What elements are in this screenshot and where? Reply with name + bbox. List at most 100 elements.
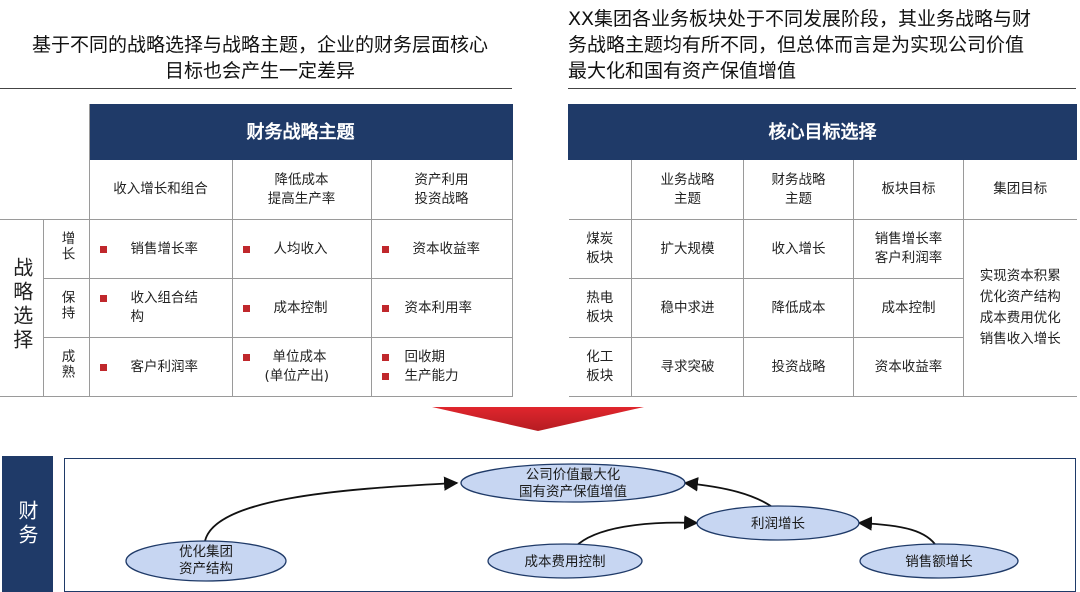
row-group-label: 战略选择 — [0, 219, 44, 397]
down-arrow-icon — [432, 407, 644, 431]
right-heading-line-1: XX集团各业务板块处于不同发展阶段，其业务战略与财 — [568, 8, 1032, 30]
node-text: 销售额增长 — [905, 554, 973, 570]
finance-side-label-text: 财务 — [15, 500, 39, 548]
row-label-maintain-text: 保持 — [58, 289, 75, 321]
right-corner-cell — [568, 159, 632, 220]
cell-mature-revenue: 客户利润率 — [88, 337, 233, 397]
cell-text-cont: (单位产出) — [264, 368, 330, 384]
cell-coal-business: 扩大规模 — [631, 219, 744, 279]
core-target-table: 核心目标选择 业务战略 主题 财务战略 主题 板块目标 集团目标 煤炭 板块 扩… — [567, 104, 1078, 397]
cell-text: 资本收益率 — [874, 358, 943, 375]
finance-flow-diagram: 公司价值最大化 国有资产保值增值 利润增长 成本费用控制 销售额增长 优化集团 … — [64, 458, 1076, 592]
row-label-mature: 成熟 — [42, 337, 90, 397]
financial-strategy-table: 财务战略主题 收入增长和组合 降低成本 提高生产率 资产利用 投资战略 战略选择… — [0, 104, 513, 397]
cell-coal-target: 销售增长率 客户利润率 — [853, 219, 964, 279]
left-heading: 基于不同的战略选择与战略主题，企业的财务层面核心 目标也会产生一定差异 — [0, 32, 520, 84]
cell-text: 销售增长率 客户利润率 — [874, 231, 943, 266]
node-company-value: 公司价值最大化 国有资产保值增值 — [460, 463, 686, 503]
cell-power-target: 成本控制 — [853, 278, 964, 338]
cell-growth-cost: 人均收入 — [231, 219, 372, 279]
row-label-growth: 增长 — [42, 219, 90, 279]
cell-text: 成本控制 — [273, 299, 328, 316]
column-header-revenue-text: 收入增长和组合 — [113, 181, 208, 197]
cell-chemical-business: 寻求突破 — [631, 337, 744, 397]
right-heading-line-2: 务战略主题均有所不同，但总体而言是为实现公司价值 — [568, 34, 1025, 56]
cell-text-cont: 构 — [130, 309, 145, 325]
table-corner — [0, 104, 90, 220]
group-target-line: 销售收入增长 — [979, 331, 1061, 347]
right-heading-line-3: 最大化和国有资产保值增值 — [568, 60, 797, 82]
cell-maintain-assets: 资本利用率 — [370, 278, 513, 338]
cell-power-business: 稳中求进 — [631, 278, 744, 338]
column-header-revenue: 收入增长和组合 — [88, 159, 233, 220]
bullet-icon — [99, 363, 107, 371]
column-header-group-target-text: 集团目标 — [993, 181, 1048, 197]
financial-strategy-title: 财务战略主题 — [88, 104, 513, 160]
bullet-icon — [99, 245, 107, 253]
node-sales-growth: 销售额增长 — [859, 543, 1019, 579]
column-header-cost: 降低成本 提高生产率 — [231, 159, 372, 220]
edge-cost-to-profit — [574, 515, 699, 548]
node-profit-growth: 利润增长 — [696, 505, 860, 541]
flow-diagram-svg: 公司价值最大化 国有资产保值增值 利润增长 成本费用控制 销售额增长 优化集团 … — [125, 463, 1019, 582]
left-heading-line-2: 目标也会产生一定差异 — [164, 60, 355, 82]
row-label-mature-text: 成熟 — [58, 348, 75, 380]
left-heading-rule — [0, 88, 512, 89]
cell-growth-revenue: 销售增长率 — [88, 219, 233, 279]
node-text: 公司价值最大化 — [526, 467, 621, 483]
bullet-icon — [99, 295, 107, 302]
group-target-line: 优化资产结构 — [979, 289, 1061, 305]
left-heading-line-1: 基于不同的战略选择与战略主题，企业的财务层面核心 — [31, 34, 488, 56]
column-header-business-text: 业务战略 主题 — [660, 171, 715, 207]
node-text: 优化集团 — [179, 544, 233, 560]
group-target-line: 实现资本积累 — [979, 268, 1061, 284]
bullet-icon — [381, 245, 389, 253]
column-header-group-target: 集团目标 — [962, 159, 1077, 220]
cell-chemical-finance: 投资战略 — [743, 337, 854, 397]
node-text: 资产结构 — [179, 561, 233, 577]
cell-power-finance: 降低成本 — [743, 278, 854, 338]
cell-growth-assets: 资本收益率 — [370, 219, 513, 279]
segment-label-coal: 煤炭 板块 — [568, 219, 632, 279]
segment-label-power: 热电 板块 — [568, 278, 632, 338]
cell-coal-finance: 收入增长 — [743, 219, 854, 279]
cell-text: 资本利用率 — [404, 299, 473, 316]
cell-text: 单位成本 — [272, 349, 327, 365]
column-header-assets-text: 资产利用 投资战略 — [414, 171, 469, 207]
column-header-assets: 资产利用 投资战略 — [370, 159, 513, 220]
column-header-business: 业务战略 主题 — [631, 159, 744, 220]
cell-text: 资本收益率 — [412, 240, 481, 257]
bullet-icon — [242, 245, 250, 253]
core-target-title: 核心目标选择 — [567, 104, 1078, 160]
row-label-growth-text: 增长 — [58, 230, 75, 262]
column-header-segment-target: 板块目标 — [853, 159, 964, 220]
segment-label-text: 热电 板块 — [586, 290, 614, 325]
right-heading: XX集团各业务板块处于不同发展阶段，其业务战略与财 务战略主题均有所不同，但总体… — [568, 6, 1076, 84]
cell-text: 成本控制 — [881, 299, 936, 316]
cell-mature-cost: 单位成本 (单位产出) — [231, 337, 372, 397]
cell-maintain-cost: 成本控制 — [231, 278, 372, 338]
cell-chemical-target: 资本收益率 — [853, 337, 964, 397]
cell-text: 人均收入 — [273, 240, 328, 257]
cell-text: 收入组合结 — [130, 290, 199, 306]
segment-label-chemical: 化工 板块 — [568, 337, 632, 397]
node-text: 成本费用控制 — [525, 554, 606, 570]
bullet-icon — [381, 354, 389, 361]
bullet-icon — [381, 373, 389, 380]
row-label-maintain: 保持 — [42, 278, 90, 338]
cell-text: 生产能力 — [404, 368, 459, 384]
row-group-label-text: 战略选择 — [9, 257, 34, 353]
edge-profit-to-top — [683, 477, 776, 510]
node-cost-control: 成本费用控制 — [487, 543, 643, 579]
cell-text: 回收期 — [404, 349, 446, 365]
column-header-segment-target-text: 板块目标 — [881, 181, 936, 197]
edge-sales-to-profit — [857, 516, 938, 548]
edge-assets-to-top — [204, 476, 459, 542]
column-header-cost-text: 降低成本 提高生产率 — [267, 171, 336, 207]
cell-mature-assets: 回收期 生产能力 — [370, 337, 513, 397]
node-text: 国有资产保值增值 — [519, 484, 627, 500]
group-target-line: 成本费用优化 — [979, 310, 1061, 326]
cell-text: 客户利润率 — [130, 358, 199, 375]
cell-maintain-revenue: 收入组合结 构 — [88, 278, 233, 338]
column-header-finance-text: 财务战略 主题 — [771, 171, 826, 207]
